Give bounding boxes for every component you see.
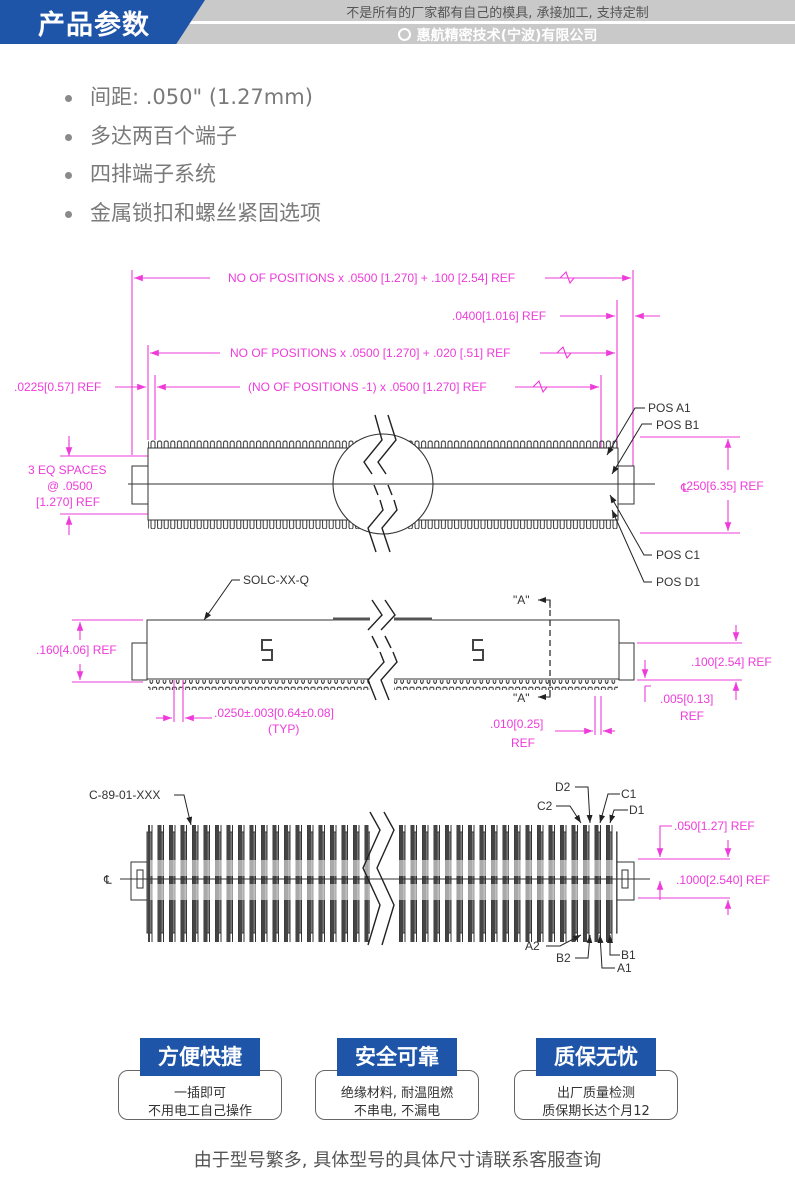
dim-050: .050[1.27] REF <box>674 819 755 833</box>
badge-title: 质保无忧 <box>536 1038 656 1076</box>
dim-160: .160[4.06] REF <box>36 643 117 657</box>
dim-overall-length: NO OF POSITIONS x .0500 [1.270] + .100 [… <box>228 271 515 285</box>
feature-badges: 方便快捷 一插即可 不用电工自己操作 安全可靠 绝缘材料, 耐温阻燃 不串电, … <box>0 1038 795 1128</box>
company-name: 惠航精密技术(宁波)有限公司 <box>200 25 795 45</box>
dim-010-ref: REF <box>511 736 535 750</box>
company-logo-icon <box>397 28 411 41</box>
bottom-part-label: C-89-01-XXX <box>89 788 160 802</box>
badge-line: 出厂质量检测 <box>556 1086 635 1101</box>
dim-250: .250[6.35] REF <box>683 479 764 493</box>
pos-a1-label: POS A1 <box>648 401 691 415</box>
pin-label-d1: D1 <box>629 803 645 817</box>
dim-0225: .0225[0.57] REF <box>14 380 101 394</box>
pin-label-a2: A2 <box>525 939 540 953</box>
technical-drawing: NO OF POSITIONS x .0500 [1.270] + .100 [… <box>0 250 795 1030</box>
pin-label-c2: C2 <box>537 799 553 813</box>
badge-line: 不用电工自己操作 <box>147 1104 252 1119</box>
badge-box <box>118 1070 282 1120</box>
dim-005-ref: REF <box>680 709 704 723</box>
feature-item: 四排端子系统 <box>62 159 321 198</box>
badge-line: 不串电, 不漏电 <box>353 1104 441 1119</box>
header-divider <box>180 21 795 24</box>
top-view-connector <box>128 414 650 553</box>
header-title-block <box>0 0 205 44</box>
dim-pitch-span: (NO OF POSITIONS -1) x .0500 [1.270] REF <box>248 380 487 394</box>
dim-100: .100[2.54] REF <box>691 655 772 669</box>
pos-d1-label: POS D1 <box>656 575 700 589</box>
dim-lead-typ: (TYP) <box>268 722 299 736</box>
feature-list: 间距: .050" (1.27mm) 多达两百个端子 四排端子系统 金属锁扣和螺… <box>62 82 321 236</box>
bottom-view-dimensions <box>638 825 732 915</box>
dim-1000: .1000[2.540] REF <box>676 873 770 887</box>
pos-b1-label: POS B1 <box>656 418 700 432</box>
pin-label-b1: B1 <box>621 948 636 962</box>
badge-line: 绝缘材料, 耐温阻燃 <box>340 1086 454 1101</box>
section-a-bottom: "A" <box>513 691 530 705</box>
badge-line: 质保期长达个月12 <box>542 1104 650 1119</box>
dim-0400: .0400[1.016] REF <box>452 309 546 323</box>
eq-spaces-line1: 3 EQ SPACES <box>28 463 106 477</box>
badge-safe: 安全可靠 绝缘材料, 耐温阻燃 不串电, 不漏电 <box>315 1038 479 1122</box>
feature-item: 间距: .050" (1.27mm) <box>62 82 321 121</box>
section-a-top: "A" <box>513 593 530 607</box>
bottom-centerline-symbol: ℄ <box>103 873 112 887</box>
eq-spaces-line2: @ .0500 <box>47 479 93 493</box>
header-banner: 产品参数 不是所有的厂家都有自己的模具, 承接加工, 支持定制 惠航精密技术(宁… <box>0 0 795 44</box>
bottom-view-connector <box>120 794 650 955</box>
badge-title: 安全可靠 <box>337 1038 457 1076</box>
drawing-svg: NO OF POSITIONS x .0500 [1.270] + .100 [… <box>14 270 772 975</box>
s-logo-icon <box>261 639 484 661</box>
pos-leaders <box>606 407 652 583</box>
pin-label-d2: D2 <box>555 780 571 794</box>
badge-box <box>315 1070 479 1120</box>
eq-spaces-line3: [1.270] REF <box>36 495 100 509</box>
badge-convenient: 方便快捷 一插即可 不用电工自己操作 <box>118 1038 282 1122</box>
pin-label-a1: A1 <box>617 961 632 975</box>
badge-warranty: 质保无忧 出厂质量检测 质保期长达个月12 <box>514 1038 678 1122</box>
side-view-dimensions <box>72 619 742 735</box>
footer-note: 由于型号繁多, 具体型号的具体尺寸请联系客服查询 <box>193 1150 602 1171</box>
dim-lead-width: .0250±.003[0.64±0.08] <box>214 706 334 720</box>
pos-c1-label: POS C1 <box>656 548 700 562</box>
badge-line: 一插即可 <box>173 1086 226 1101</box>
side-part-label: SOLC-XX-Q <box>243 573 309 587</box>
pin-label-c1: C1 <box>621 787 637 801</box>
dim-body-length: NO OF POSITIONS x .0500 [1.270] + .020 [… <box>230 346 510 360</box>
dim-010: .010[0.25] <box>490 717 543 731</box>
header-tagline: 不是所有的厂家都有自己的模具, 承接加工, 支持定制 <box>346 6 649 21</box>
side-view-connector <box>131 579 635 701</box>
badge-title: 方便快捷 <box>140 1038 260 1076</box>
pin-leaders <box>546 786 628 969</box>
feature-item: 金属锁扣和螺丝紧固选项 <box>62 198 321 237</box>
dim-005: .005[0.13] <box>660 692 713 706</box>
feature-item: 多达两百个端子 <box>62 121 321 160</box>
page-title: 产品参数 <box>38 10 150 41</box>
centerline-symbol: ℄ <box>680 481 689 495</box>
company-name-text: 惠航精密技术(宁波)有限公司 <box>416 28 598 44</box>
pin-label-b2: B2 <box>556 951 571 965</box>
